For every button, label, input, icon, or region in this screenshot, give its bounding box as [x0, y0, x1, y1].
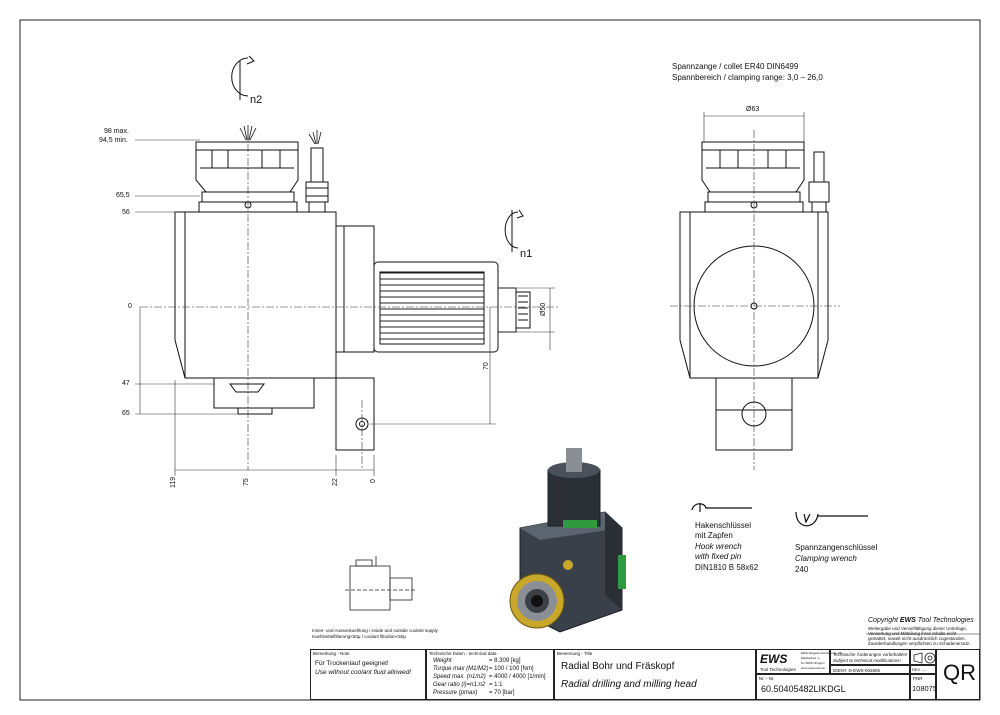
dim-75: 75 — [243, 478, 250, 486]
company-line-2: Maybachstr. 1 — [801, 656, 820, 660]
tech-label-1: Torque max (M1/M2) — [433, 666, 489, 672]
coolant-note-1: Innen- und Aussenkuehlung / inside and o… — [312, 628, 438, 633]
collet-spec: Spannzange / collet ER40 DIN6499 — [672, 62, 799, 71]
dim-dia63: Ø63 — [746, 106, 760, 113]
sheet-number: 108075 — [912, 684, 938, 693]
clamping-wrench-icon — [795, 511, 868, 527]
tech-header: Technische Daten - technical data — [429, 651, 497, 656]
drawing-frame — [19, 19, 981, 701]
sheet-header: PNR — [913, 676, 923, 681]
hook-wrench-de: Hakenschlüssel — [695, 521, 752, 530]
ident-cell: IDENT. D-EWS-002605 — [830, 665, 910, 674]
title-de: Radial Bohr und Fräskopf — [561, 661, 675, 672]
part-number: 60.50405482LIKDGL — [761, 684, 846, 694]
tech-label-0: Weight — [433, 658, 452, 664]
copyright-brand: EWS — [899, 617, 916, 624]
note-header: Bemerkung - Note — [313, 651, 350, 656]
nr-header: Nr. - Nr. — [759, 676, 775, 681]
qr-cell: QR — [936, 649, 980, 700]
tech-value-4: = 70 [bar] — [489, 690, 515, 696]
clamp-wrench-size: 240 — [795, 565, 809, 574]
note-cell: Bemerkung - Note Für Trockenlauf geeigne… — [310, 649, 426, 700]
copyright-line-3: gestattet, soweit nicht ausdrücklich zug… — [868, 636, 966, 641]
rotation-arrow-n1-icon — [504, 209, 524, 252]
side-view — [174, 55, 531, 451]
clamp-wrench-de: Spannzangenschlüssel — [795, 543, 878, 552]
copyright-title: Copyright EWS Tool Technologies — [868, 617, 974, 624]
ident: IDENT. D-EWS-002605 — [833, 668, 881, 673]
tech-data-cell: Technische Daten - technical data Weight… — [426, 649, 554, 700]
title-cell: Benennung - Title Radial Bohr und Fräsko… — [554, 649, 756, 700]
changes-line-2: Subject to technical modifications! — [833, 658, 901, 663]
clamp-wrench-en: Clamping wrench — [795, 554, 857, 563]
coolant-note-2: Kuehlmittelfilterung<50µ / coolant filtr… — [312, 634, 406, 639]
tech-value-1: = 100 / 100 [Nm] — [489, 666, 534, 672]
dim-119: 119 — [170, 476, 177, 488]
tech-value-0: = 8.309 [kg] — [489, 658, 521, 664]
ews-logo-sub: Tool Technologies — [760, 667, 796, 672]
hook-wrench-de2: mit Zapfen — [695, 531, 733, 540]
title-header: Benennung - Title — [557, 651, 593, 656]
hook-wrench-icon — [691, 503, 752, 512]
changes-cell: Technische Änderungen vorbehalten! Subje… — [830, 649, 910, 665]
copyright-line-2: Verwertung und Mitteilung ihres Inhalts … — [868, 631, 957, 636]
dim-dia50: Ø50 — [540, 302, 547, 316]
dim-22: 22 — [332, 478, 339, 486]
copyright-line-4: Zuwiderhandlungen verpflichten zu Schade… — [868, 641, 971, 646]
part-number-cell: Nr. - Nr. 60.50405482LIKDGL — [756, 674, 910, 700]
dim-94min: 94,5 min. — [99, 137, 128, 144]
company-line-3: D-73095 Uhingen — [801, 661, 825, 665]
tech-label-3: Gear ratio (i)=n1:n2 — [433, 682, 486, 688]
hook-wrench-en2: with fixed pin — [695, 552, 742, 561]
coolant-diagram — [345, 556, 415, 611]
front-view — [679, 141, 830, 451]
note-line-1: Für Trockenlauf geeignet! — [315, 660, 389, 667]
label-n2: n2 — [250, 94, 263, 106]
company-line-1: EWS Weigele GmbH & Co. KG — [801, 651, 843, 655]
rev: REV. --- — [912, 667, 927, 672]
dim-65-5: 65,5 — [116, 192, 130, 199]
hook-wrench-norm: DIN1810 B 58x62 — [695, 563, 759, 572]
tech-label-2: Speed max. (n1/n2) — [433, 674, 486, 680]
company-line-4: www.ews-tools.de — [801, 666, 826, 670]
coolant-spray-icon — [239, 125, 322, 145]
rotation-arrow-n2-icon — [231, 55, 255, 100]
copyright-line-1: Weitergabe und Vervielfältigung dieser U… — [868, 626, 967, 631]
dim-0-left: 0 — [128, 303, 132, 310]
tech-value-2: = 4000 / 4000 [1/min] — [489, 674, 546, 680]
tech-label-4: Pressure (pmax) — [433, 690, 478, 696]
rev-cell: REV. --- — [910, 665, 936, 674]
dim-56: 56 — [122, 209, 130, 216]
tech-value-3: = 1:1 — [489, 682, 503, 688]
label-n1: n1 — [520, 248, 533, 260]
dim-98max: 98 max. — [104, 128, 129, 135]
note-line-2: Use without coolant fluid allowed! — [315, 669, 412, 676]
copyright-suffix: Tool Technologies — [915, 617, 974, 624]
copyright-prefix: Copyright — [868, 617, 900, 624]
dim-70: 70 — [483, 362, 490, 370]
changes-line-1: Technische Änderungen vorbehalten! — [833, 652, 908, 657]
dim-0-bottom: 0 — [370, 479, 377, 483]
dim-47: 47 — [122, 380, 130, 387]
projection-symbol-icon — [913, 652, 936, 664]
sheet-cell: PNR 108075 — [910, 674, 938, 700]
title-en: Radial drilling and milling head — [561, 679, 697, 690]
product-3d-render — [509, 448, 626, 633]
dim-65: 65 — [122, 410, 130, 417]
company-cell: EWS Tool Technologies EWS Weigele GmbH &… — [756, 649, 842, 674]
hook-wrench-en: Hook wrench — [695, 542, 742, 551]
projection-cell — [910, 649, 936, 665]
ews-logo: EWS — [760, 652, 788, 666]
qr-code: QR — [943, 660, 976, 685]
clamping-range-spec: Spannbereich / clamping range: 3,0 – 26,… — [672, 73, 823, 82]
